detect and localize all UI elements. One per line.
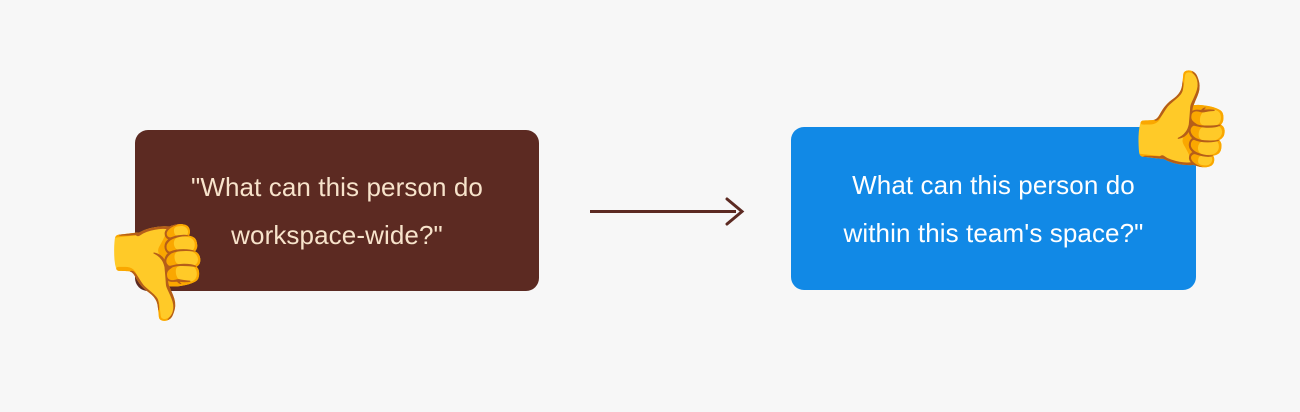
thumbs-up-emoji: 👍 — [1120, 63, 1242, 173]
transition-arrow-head — [725, 197, 745, 226]
transition-arrow — [590, 197, 745, 226]
card-team-space-scope-text: What can this person do within this team… — [843, 169, 1144, 248]
card-workspace-wide-scope: "What can this person do workspace-wide?… — [135, 130, 539, 291]
thumbs-down-emoji: 👎 — [96, 219, 218, 329]
card-team-space-scope: What can this person do within this team… — [791, 127, 1196, 290]
card-workspace-wide-scope-text: "What can this person do workspace-wide?… — [190, 171, 483, 250]
